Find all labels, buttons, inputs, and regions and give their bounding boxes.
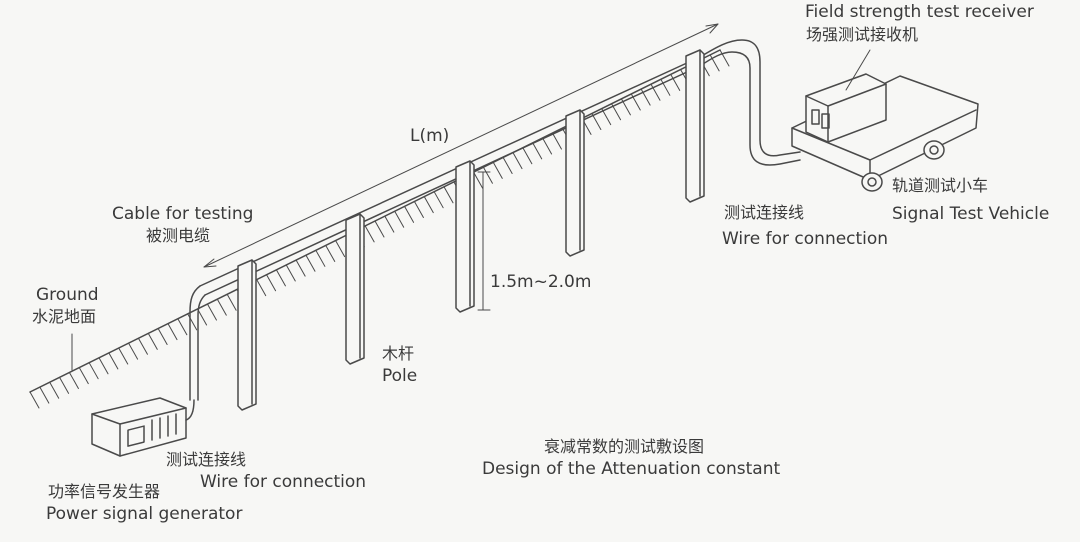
ground-hatch-mark	[384, 215, 395, 233]
receiver-label-en: Field strength test receiver	[805, 2, 1034, 22]
ground-hatch-mark	[364, 225, 375, 243]
ground-hatch-mark	[206, 303, 217, 321]
pole-label-zh: 木杆	[382, 344, 415, 363]
ground-hatch-mark	[187, 313, 198, 331]
ground-hatch-mark	[266, 274, 277, 292]
ground-hatch-mark	[98, 357, 109, 375]
ground-hatch-mark	[532, 142, 543, 160]
length-dimension-line	[203, 23, 719, 268]
pole-label-en: Pole	[382, 366, 418, 386]
height-dimension-line	[477, 171, 491, 311]
ground-hatch-mark	[68, 371, 79, 389]
ground-hatch-mark	[285, 264, 296, 282]
ground-hatch-mark	[522, 147, 533, 165]
ground-hatch-mark	[404, 205, 415, 223]
caption-zh: 衰减常数的测试敷设图	[544, 437, 705, 456]
ground-hatch-mark	[59, 376, 70, 394]
ground-hatch-mark	[502, 156, 513, 174]
ground-hatch-mark	[177, 318, 188, 336]
generator-label-en: Power signal generator	[46, 504, 243, 524]
ground-hatch-mark	[167, 323, 178, 341]
ground-hatch-mark	[305, 254, 316, 272]
generator-label-zh: 功率信号发生器	[48, 482, 161, 501]
ground-hatch-mark	[719, 49, 730, 67]
ground-hatch-mark	[335, 240, 346, 258]
ground-hatch-mark	[492, 161, 503, 179]
ground-hatch-mark	[423, 196, 434, 214]
left-connection-wire	[185, 399, 195, 421]
ground-hatch-mark	[216, 298, 227, 316]
ground-hatching	[29, 49, 730, 409]
ground-hatch-mark	[226, 293, 237, 311]
ground-hatch-mark	[157, 327, 168, 345]
ground-hatch-mark	[128, 342, 139, 360]
vehicle-label-zh: 轨道测试小车	[892, 176, 989, 195]
ground-hatch-mark	[256, 279, 267, 297]
ground-hatch-mark	[473, 171, 484, 189]
receiver-leader-line	[845, 49, 871, 91]
ground-hatch-mark	[542, 137, 553, 155]
ground-hatch-mark	[551, 132, 562, 150]
wire-right-label-zh: 测试连接线	[724, 203, 805, 222]
ground-hatch-mark	[49, 381, 60, 399]
signal-test-vehicle	[791, 73, 979, 192]
ground-hatch-mark	[512, 152, 523, 170]
ground-hatch-mark	[482, 166, 493, 184]
wire-left-label-zh: 测试连接线	[166, 450, 247, 469]
pole-3	[455, 160, 475, 313]
ground-hatch-mark	[591, 113, 602, 131]
ground-label-zh: 水泥地面	[32, 307, 97, 326]
caption-en: Design of the Attenuation constant	[482, 459, 781, 479]
ground-hatch-mark	[137, 337, 148, 355]
ground-hatch-mark	[709, 54, 720, 72]
ground-hatch-mark	[413, 200, 424, 218]
ground-hatch-mark	[108, 352, 119, 370]
wire-left-label-en: Wire for connection	[200, 472, 367, 492]
ground-hatch-mark	[39, 386, 50, 404]
ground-hatch-mark	[78, 367, 89, 385]
pole-4	[565, 109, 585, 257]
ground-hatch-mark	[295, 259, 306, 277]
pole-2	[345, 213, 365, 365]
ground-hatch-mark	[325, 244, 336, 262]
receiver-label-zh: 场强测试接收机	[806, 25, 919, 44]
wire-right-label-en: Wire for connection	[722, 229, 889, 249]
ground-hatch-mark	[650, 83, 661, 101]
pole-5	[685, 49, 705, 203]
vehicle-label-en: Signal Test Vehicle	[892, 204, 1050, 224]
height-label: 1.5m~2.0m	[490, 272, 592, 292]
ground-hatch-mark	[315, 249, 326, 267]
ground-hatch-mark	[197, 308, 208, 326]
length-label: L(m)	[410, 126, 450, 146]
ground-hatch-mark	[670, 73, 681, 91]
ground-hatch-mark	[88, 362, 99, 380]
ground-hatch-mark	[394, 210, 405, 228]
ground-label-en: Ground	[36, 285, 99, 305]
cable-label-en: Cable for testing	[112, 204, 254, 224]
ground-hatch-mark	[660, 78, 671, 96]
power-signal-generator	[91, 397, 187, 457]
ground-hatch-mark	[29, 391, 40, 409]
ground-hatch-mark	[118, 347, 129, 365]
pole-1	[237, 259, 257, 411]
ground-hatch-mark	[275, 269, 286, 287]
ground-hatch-mark	[433, 191, 444, 209]
test-cable	[189, 39, 801, 401]
cable-label-zh: 被测电缆	[146, 226, 211, 245]
ground-hatch-mark	[147, 332, 158, 350]
ground-hatch-mark	[374, 220, 385, 238]
ground-hatch-mark	[443, 186, 454, 204]
ground-surface	[29, 49, 730, 409]
